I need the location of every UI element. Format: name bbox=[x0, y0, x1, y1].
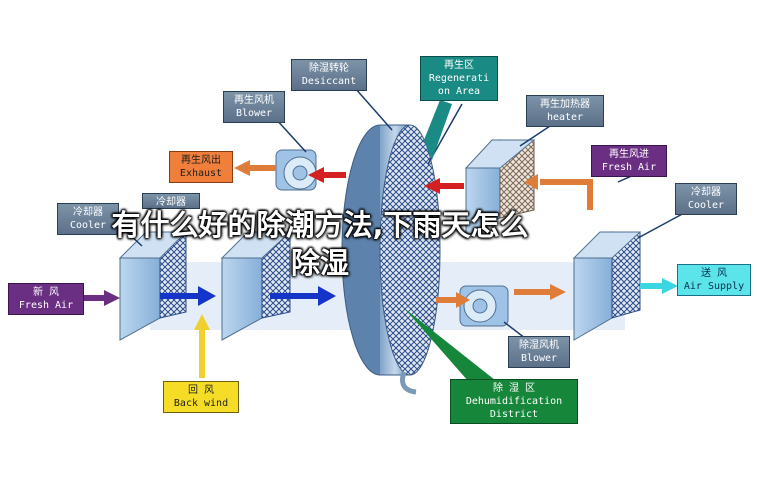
regen-flow-arrows bbox=[234, 160, 593, 210]
regen-heater-label-en: heater bbox=[546, 112, 584, 123]
cooler-right-label-cn: 冷却器 bbox=[691, 187, 721, 198]
cooler-right-label: 冷却器 Cooler bbox=[675, 183, 737, 215]
fresh-air-label-en: Fresh Air bbox=[18, 300, 74, 311]
regen-area-label-en2: on Area bbox=[437, 86, 481, 97]
cooler-left-label-en: Cooler bbox=[69, 220, 107, 231]
regen-heater-unit bbox=[464, 138, 536, 237]
cooler-right-label-en: Cooler bbox=[687, 200, 725, 211]
cooler-left-label: 冷却器 Cooler bbox=[57, 203, 119, 235]
back-wind-label-cn: 回 风 bbox=[187, 385, 215, 396]
fresh-air-in-label-en: Fresh Air bbox=[601, 162, 657, 173]
desiccant-label: 除湿转轮 Desiccant bbox=[291, 59, 367, 91]
regen-blower-label-en: Blower bbox=[235, 108, 273, 119]
dehum-district-label-en1: Dehumidification bbox=[465, 396, 563, 407]
regen-heater-label-cn: 再生加热器 bbox=[540, 99, 590, 110]
dehum-blower-label: 除湿风机 Blower bbox=[508, 336, 570, 368]
exhaust-label-cn: 再生风出 bbox=[181, 155, 221, 166]
dehum-district-label: 除 湿 区 Dehumidification District bbox=[450, 379, 578, 424]
desiccant-label-cn: 除湿转轮 bbox=[309, 63, 349, 74]
regen-area-label-en1: Regenerati bbox=[428, 73, 490, 84]
fresh-air-in-label-cn: 再生风进 bbox=[609, 149, 649, 160]
air-supply-label: 送 风 Air Supply bbox=[677, 264, 751, 296]
regen-blower-label-cn: 再生风机 bbox=[234, 95, 274, 106]
dehumidification-blower-fan bbox=[459, 285, 509, 327]
teal-leader bbox=[424, 100, 452, 160]
article-title: 有什么好的除潮方法,下雨天怎么除湿 bbox=[111, 208, 529, 280]
dehum-blower-label-cn: 除湿风机 bbox=[519, 340, 559, 351]
dehum-district-label-en2: District bbox=[489, 409, 539, 420]
process-flow-arrows bbox=[84, 278, 678, 378]
regen-blower-label: 再生风机 Blower bbox=[223, 91, 285, 123]
cooler-left-label-cn: 冷却器 bbox=[73, 207, 103, 218]
desiccant-label-en: Desiccant bbox=[301, 76, 357, 87]
cooler-partial-label: 冷却器 bbox=[142, 193, 200, 209]
regen-heater-label: 再生加热器 heater bbox=[526, 95, 604, 127]
air-supply-label-cn: 送 风 bbox=[700, 268, 728, 279]
back-wind-label-en: Back wind bbox=[173, 398, 229, 409]
cooler-unit-right bbox=[572, 231, 642, 341]
dehum-district-label-cn: 除 湿 区 bbox=[492, 383, 536, 394]
desiccant-wheel bbox=[341, 124, 441, 376]
dehum-blower-label-en: Blower bbox=[520, 353, 558, 364]
rotation-arrow-icon bbox=[400, 371, 417, 395]
regen-blower-fan bbox=[275, 149, 317, 191]
air-supply-label-en: Air Supply bbox=[683, 281, 745, 292]
regen-area-label: 再生区 Regenerati on Area bbox=[420, 56, 498, 101]
fresh-air-in-label: 再生风进 Fresh Air bbox=[591, 145, 667, 177]
fresh-air-label-cn: 新 风 bbox=[32, 287, 60, 298]
green-leader bbox=[404, 308, 500, 390]
cooler-partial-label-cn: 冷却器 bbox=[156, 197, 186, 208]
exhaust-label-en: Exhaust bbox=[179, 168, 223, 179]
fresh-air-label: 新 风 Fresh Air bbox=[8, 283, 84, 315]
back-wind-label: 回 风 Back wind bbox=[163, 381, 239, 413]
exhaust-label: 再生风出 Exhaust bbox=[169, 151, 233, 183]
regen-area-label-cn: 再生区 bbox=[444, 60, 474, 71]
